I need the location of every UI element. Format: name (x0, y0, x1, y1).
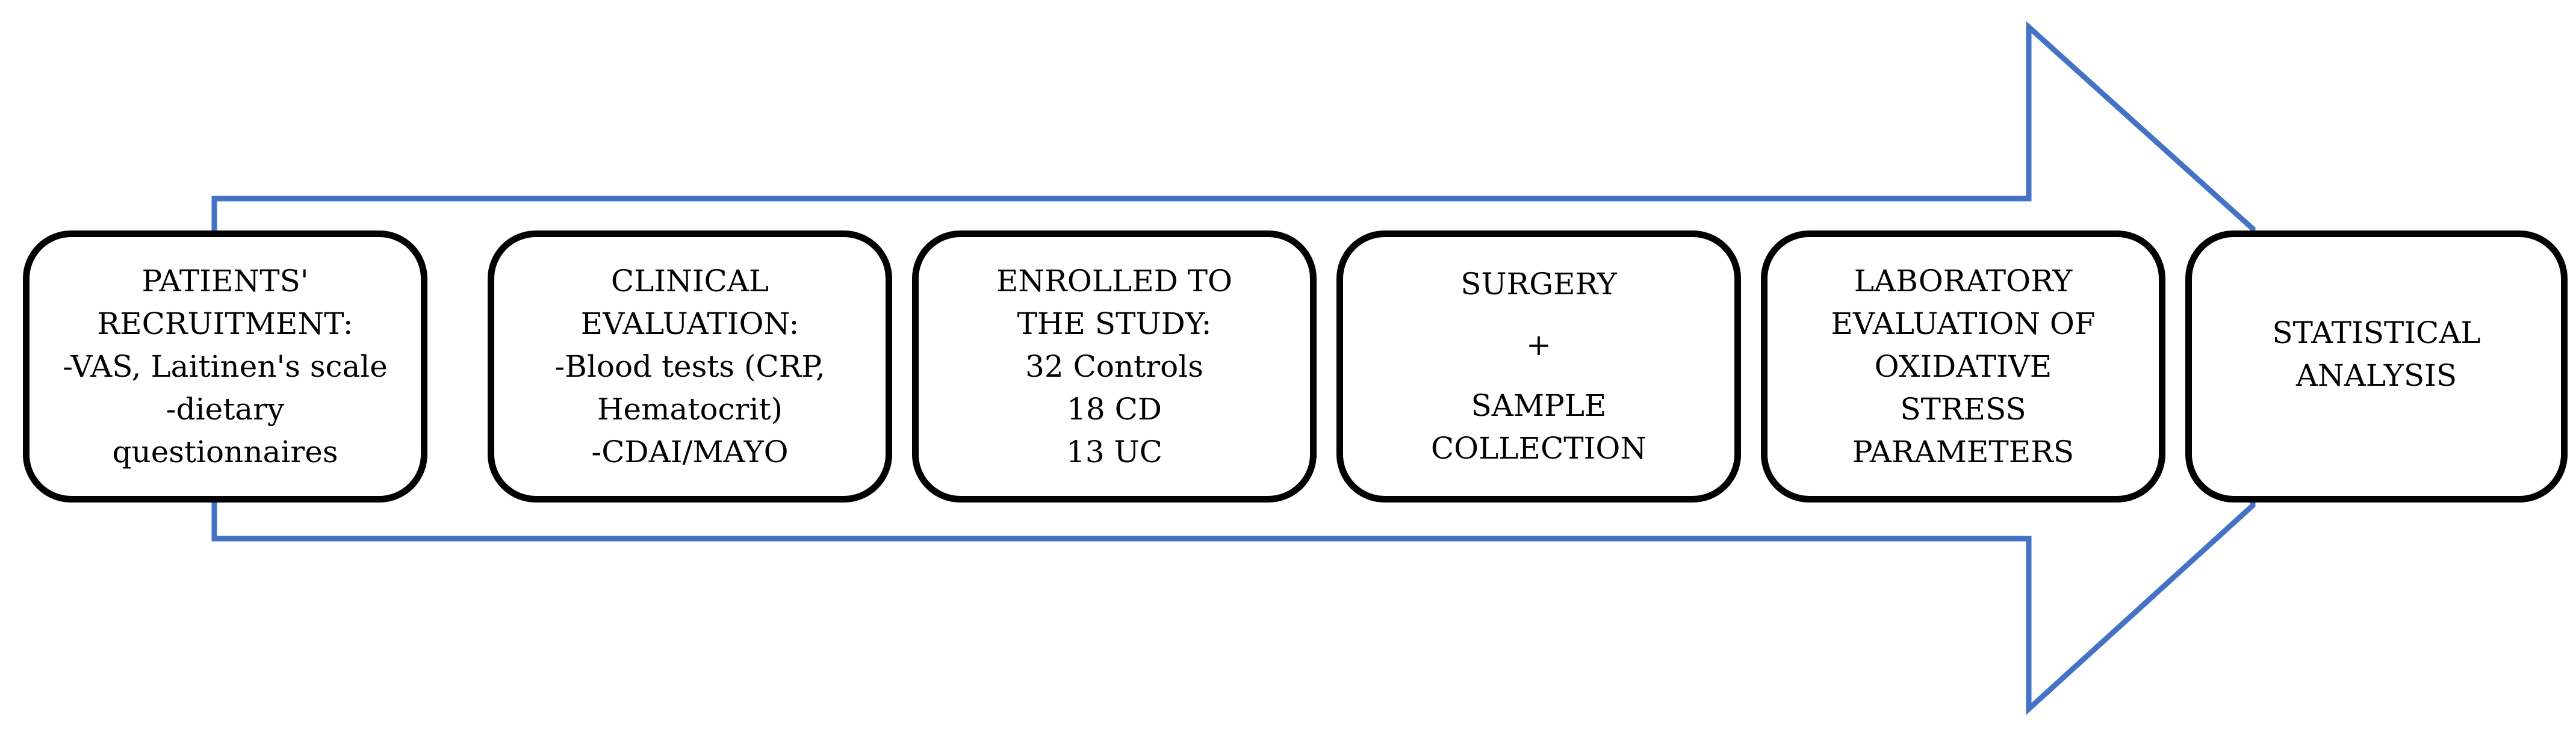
step-line: THE STUDY: (1017, 306, 1212, 341)
arrow-shape (211, 20, 2256, 716)
step-line: STATISTICAL (2272, 315, 2481, 350)
step-line: -Blood tests (CRP, (554, 348, 825, 384)
step-line: -VAS, Laitinen's scale (63, 348, 388, 384)
step-text-surgery: SURGERY + SAMPLE COLLECTION (1431, 263, 1646, 470)
step-text-statistical-analysis: STATISTICAL ANALYSIS (2272, 312, 2480, 397)
step-line: EVALUATION: (580, 306, 799, 341)
step-line: ANALYSIS (2295, 358, 2457, 393)
step-line: PATIENTS' (141, 263, 309, 298)
step-line: Hematocrit) (597, 391, 783, 427)
step-line: STRESS (1900, 391, 2026, 427)
step-line: -CDAI/MAYO (591, 434, 789, 469)
step-line: LABORATORY (1854, 263, 2073, 298)
step-line: questionnaires (112, 434, 338, 469)
plus-sign: + (1526, 327, 1551, 362)
step-line: CLINICAL (610, 263, 769, 298)
step-line: EVALUATION OF (1831, 306, 2096, 341)
step-line: 18 CD (1067, 391, 1162, 427)
step-line: ENROLLED TO (996, 263, 1233, 298)
step-line: COLLECTION (1430, 431, 1647, 466)
step-line: PARAMETERS (1852, 434, 2075, 469)
step-line: -dietary (166, 391, 285, 427)
step-text-patients-recruitment: PATIENTS' RECRUITMENT: -VAS, Laitinen's … (63, 260, 388, 474)
step-box-patients-recruitment: PATIENTS' RECRUITMENT: -VAS, Laitinen's … (23, 230, 427, 503)
step-box-laboratory-evaluation: LABORATORY EVALUATION OF OXIDATIVE STRES… (1761, 230, 2165, 503)
step-line: RECRUITMENT: (97, 306, 353, 341)
step-box-surgery: SURGERY + SAMPLE COLLECTION (1336, 230, 1741, 503)
step-line: 32 Controls (1025, 348, 1203, 384)
step-line: SURGERY (1460, 267, 1617, 302)
step-box-clinical-evaluation: CLINICAL EVALUATION: -Blood tests (CRP, … (488, 230, 892, 503)
step-text-clinical-evaluation: CLINICAL EVALUATION: -Blood tests (CRP, … (554, 260, 825, 474)
step-box-enrolled: ENROLLED TO THE STUDY: 32 Controls 18 CD… (912, 230, 1317, 503)
step-text-laboratory-evaluation: LABORATORY EVALUATION OF OXIDATIVE STRES… (1831, 260, 2095, 474)
step-line: 13 UC (1066, 434, 1162, 469)
step-text-enrolled: ENROLLED TO THE STUDY: 32 Controls 18 CD… (996, 260, 1232, 474)
step-box-statistical-analysis: STATISTICAL ANALYSIS (2185, 230, 2568, 503)
step-line: SAMPLE (1471, 388, 1607, 423)
step-line: OXIDATIVE (1874, 348, 2052, 384)
